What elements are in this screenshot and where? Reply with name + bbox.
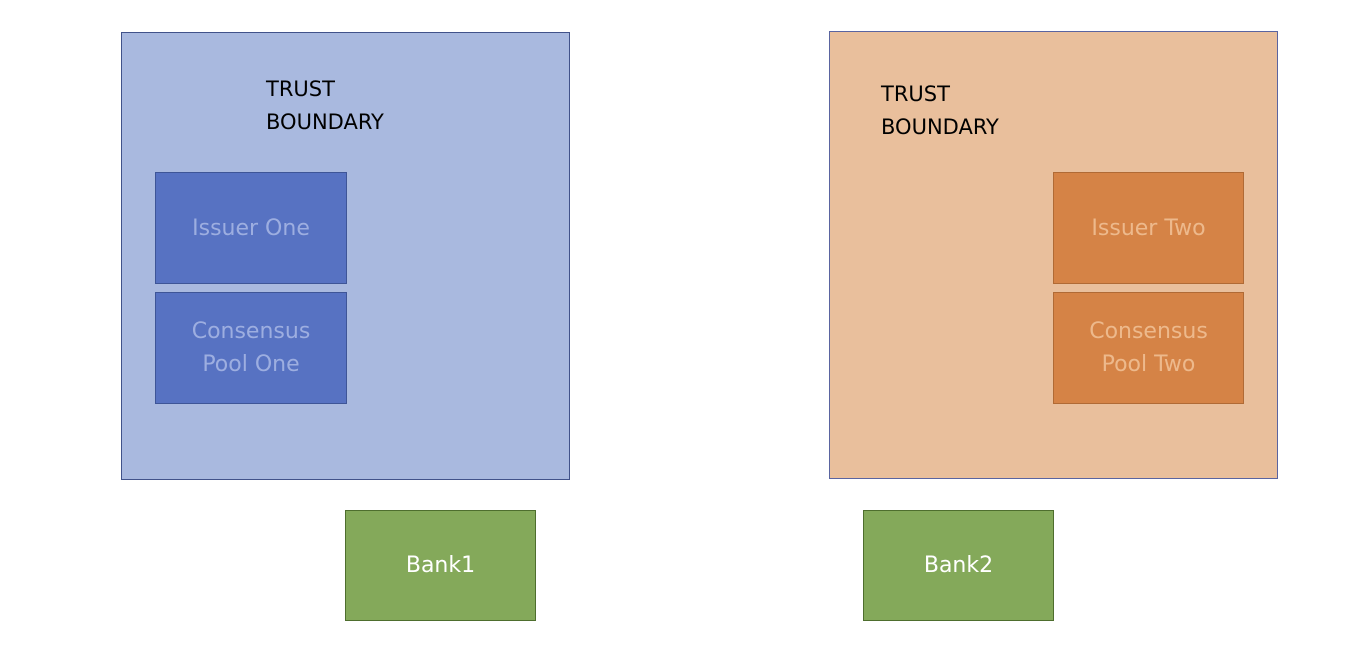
trust-boundary-one: TRUST BOUNDARY Issuer One Consensus Pool… [121, 32, 570, 480]
trust-boundary-two: TRUST BOUNDARY Issuer Two Consensus Pool… [829, 31, 1278, 479]
trust-boundary-one-label: TRUST BOUNDARY [266, 77, 384, 134]
bank1-node: Bank1 [345, 510, 536, 621]
issuer-two-node: Issuer Two [1053, 172, 1244, 284]
trust-boundary-two-label: TRUST BOUNDARY [881, 82, 999, 139]
bank2-node: Bank2 [863, 510, 1054, 621]
consensus-pool-two-node: Consensus Pool Two [1053, 292, 1244, 404]
issuer-one-node: Issuer One [155, 172, 347, 284]
consensus-pool-one-node: Consensus Pool One [155, 292, 347, 404]
